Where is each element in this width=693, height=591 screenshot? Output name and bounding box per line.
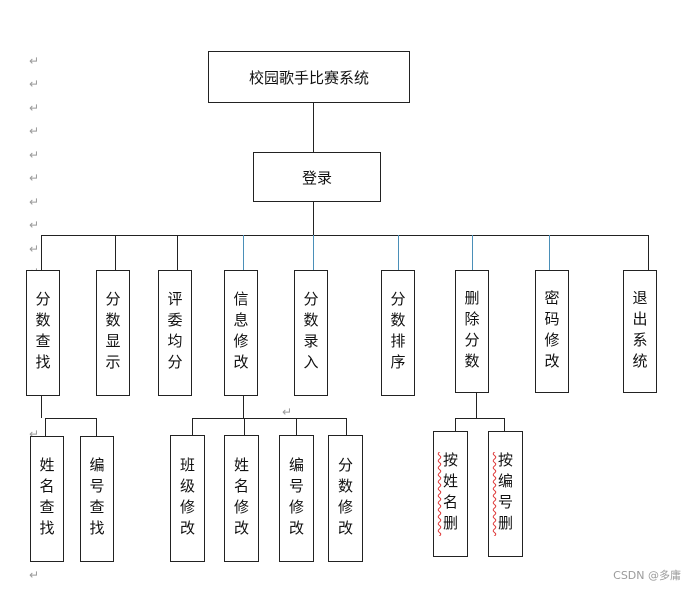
node-edit-name: 姓名修改 bbox=[224, 435, 259, 562]
node-edit-class: 班级修改 bbox=[170, 435, 205, 562]
node-score-show: 分数显示 bbox=[96, 270, 130, 396]
connector-line bbox=[192, 418, 194, 436]
connector-line bbox=[504, 418, 506, 432]
connector-line bbox=[455, 418, 505, 420]
node-query-by-id: 编号查找 bbox=[80, 436, 114, 562]
node-judge-avg: 评委均分 bbox=[158, 270, 192, 396]
node-system-title: 校园歌手比赛系统 bbox=[208, 51, 410, 103]
paragraph-mark: ↵ bbox=[282, 405, 293, 419]
paragraph-mark: ↵ bbox=[29, 77, 40, 91]
node-score-input: 分数录入 bbox=[294, 270, 328, 396]
node-edit-id: 编号修改 bbox=[279, 435, 314, 562]
node-password-edit: 密码修改 bbox=[535, 270, 569, 393]
paragraph-mark: ↵ bbox=[29, 148, 40, 162]
connector-line bbox=[41, 235, 649, 237]
node-score-delete: 删除分数 bbox=[455, 270, 489, 393]
node-score-query: 分数查找 bbox=[26, 270, 60, 396]
connector-line bbox=[313, 102, 315, 153]
paragraph-mark: ↵ bbox=[29, 242, 40, 256]
connector-line bbox=[313, 202, 315, 236]
node-query-by-name: 姓名查找 bbox=[30, 436, 64, 562]
connector-line bbox=[476, 393, 478, 418]
node-login: 登录 bbox=[253, 152, 381, 202]
paragraph-mark: ↵ bbox=[29, 54, 40, 68]
node-score-sort: 分数排序 bbox=[381, 270, 415, 396]
paragraph-mark: ↵ bbox=[29, 171, 40, 185]
connector-line bbox=[41, 395, 43, 418]
connector-line bbox=[115, 235, 117, 271]
connector-line bbox=[244, 418, 246, 436]
node-edit-score: 分数修改 bbox=[328, 435, 363, 562]
connector-line bbox=[45, 418, 47, 437]
connector-line bbox=[243, 395, 245, 418]
node-delete-by-name: 按姓名删 bbox=[433, 431, 468, 557]
node-exit-system: 退出系统 bbox=[623, 270, 657, 393]
node-info-edit: 信息修改 bbox=[224, 270, 258, 396]
connector-line bbox=[455, 418, 457, 432]
paragraph-mark: ↵ bbox=[29, 124, 40, 138]
connector-line bbox=[41, 235, 43, 271]
watermark: CSDN @多庸 bbox=[613, 569, 681, 582]
connector-line bbox=[313, 235, 315, 271]
connector-line bbox=[96, 418, 98, 437]
connector-line bbox=[177, 235, 179, 271]
connector-line bbox=[192, 418, 347, 420]
connector-line bbox=[549, 235, 551, 271]
paragraph-mark: ↵ bbox=[29, 427, 40, 441]
connector-line bbox=[243, 235, 245, 271]
connector-line bbox=[45, 418, 97, 420]
connector-line bbox=[398, 235, 400, 271]
paragraph-mark: ↵ bbox=[29, 101, 40, 115]
paragraph-mark: ↵ bbox=[29, 195, 40, 209]
paragraph-mark: ↵ bbox=[29, 568, 40, 582]
connector-line bbox=[648, 235, 650, 271]
connector-line bbox=[296, 418, 298, 436]
connector-line bbox=[346, 418, 348, 436]
node-delete-by-id: 按编号删 bbox=[488, 431, 523, 557]
connector-line bbox=[472, 235, 474, 271]
paragraph-mark: ↵ bbox=[29, 218, 40, 232]
